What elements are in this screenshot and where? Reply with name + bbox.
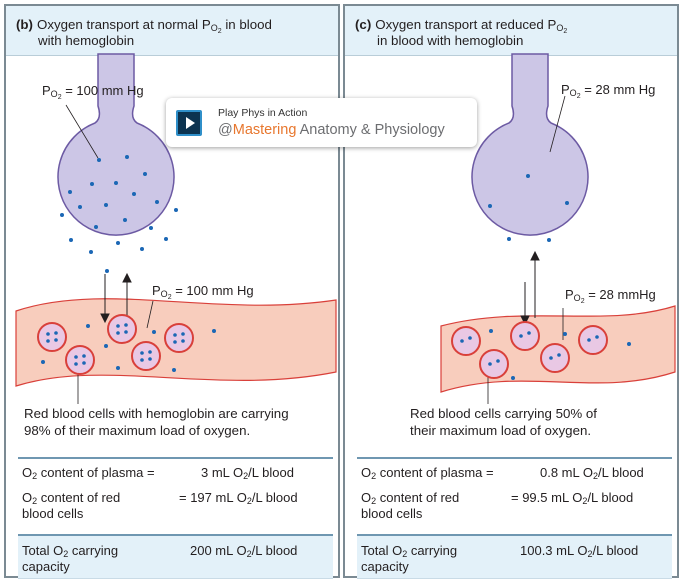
po2-flask-label: PO2 = 100 mm Hg [42, 83, 144, 101]
rbc [37, 322, 67, 352]
row-value: 100.3 mL O2/L blood [520, 543, 639, 559]
rbc [107, 314, 137, 344]
caption: Red blood cells carrying 50% of their ma… [410, 406, 597, 438]
rbc [510, 321, 540, 351]
rbc [164, 323, 194, 353]
o2-dots-plasma [41, 324, 216, 372]
red-blood-cells [37, 314, 194, 375]
arrows [520, 250, 540, 326]
o2-dots-flask [488, 174, 569, 242]
rbc [131, 341, 161, 371]
row-value: = 99.5 mL O2/L blood [511, 490, 634, 506]
panel-header: (c)Oxygen transport at reduced PO2 in bl… [345, 6, 677, 56]
panel-normal-po2: (b)Oxygen transport at normal PO2 in blo… [4, 4, 340, 579]
rbc [451, 326, 481, 356]
table-row: O2 content of plasma = 0.8 mL O2/L blood [357, 457, 672, 484]
flask-shape [471, 53, 589, 236]
leader-lines [487, 95, 566, 404]
rbc [479, 349, 509, 379]
banner-title: Play Phys in Action [218, 107, 308, 119]
row-value: 3 mL O2/L blood [201, 465, 294, 481]
rbc [578, 325, 608, 355]
header-text: with hemoglobin [38, 33, 135, 48]
oxygen-content-table: O2 content of plasma = 0.8 mL O2/L blood… [357, 457, 672, 579]
table-row: O2 content of plasma = 3 mL O2/L blood [18, 457, 333, 484]
panel-letter: (b) [16, 17, 33, 32]
row-label: O2 content of plasma = [22, 465, 155, 481]
header-text: Oxygen transport at reduced P [375, 17, 557, 32]
header-text: in blood with hemoglobin [377, 33, 524, 48]
po2-symbol: PO2 [201, 17, 222, 35]
row-value: 0.8 mL O2/L blood [540, 465, 644, 481]
reduced-po2-illustration [440, 53, 676, 404]
rbc [65, 345, 95, 375]
rbc [540, 343, 570, 373]
o2-dots-flask [60, 155, 178, 273]
leader-lines [65, 104, 154, 404]
panel-reduced-po2: (c)Oxygen transport at reduced PO2 in bl… [343, 4, 679, 579]
caption: Red blood cells with hemoglobin are carr… [24, 406, 289, 438]
po2-blood-label: PO2 = 100 mm Hg [152, 283, 254, 301]
play-icon[interactable] [176, 110, 202, 136]
header-text: in blood [225, 17, 272, 32]
panel-letter: (c) [355, 17, 372, 32]
play-phys-in-action-banner[interactable]: Play Phys in Action @Mastering Anatomy &… [166, 98, 477, 147]
oxygen-content-table: O2 content of plasma = 3 mL O2/L blood O… [18, 457, 333, 579]
o2-dots-plasma [489, 329, 631, 380]
mastering-brand: Mastering [232, 122, 297, 138]
row-value: 200 mL O2/L blood [190, 543, 298, 559]
row-label: O2 content of plasma = [361, 465, 494, 481]
row-value: = 197 mL O2/L blood [179, 490, 298, 506]
red-blood-cells [451, 321, 608, 379]
flask-shape [57, 53, 175, 236]
po2-blood-label: PO2 = 28 mmHg [565, 287, 656, 305]
po2-flask-label: PO2 = 28 mm Hg [561, 82, 656, 100]
banner-subtitle: @Mastering Anatomy & Physiology [218, 122, 445, 138]
panel-header: (b)Oxygen transport at normal PO2 in blo… [6, 6, 338, 56]
header-text: Oxygen transport at normal [36, 17, 199, 32]
normal-po2-illustration [15, 53, 337, 404]
